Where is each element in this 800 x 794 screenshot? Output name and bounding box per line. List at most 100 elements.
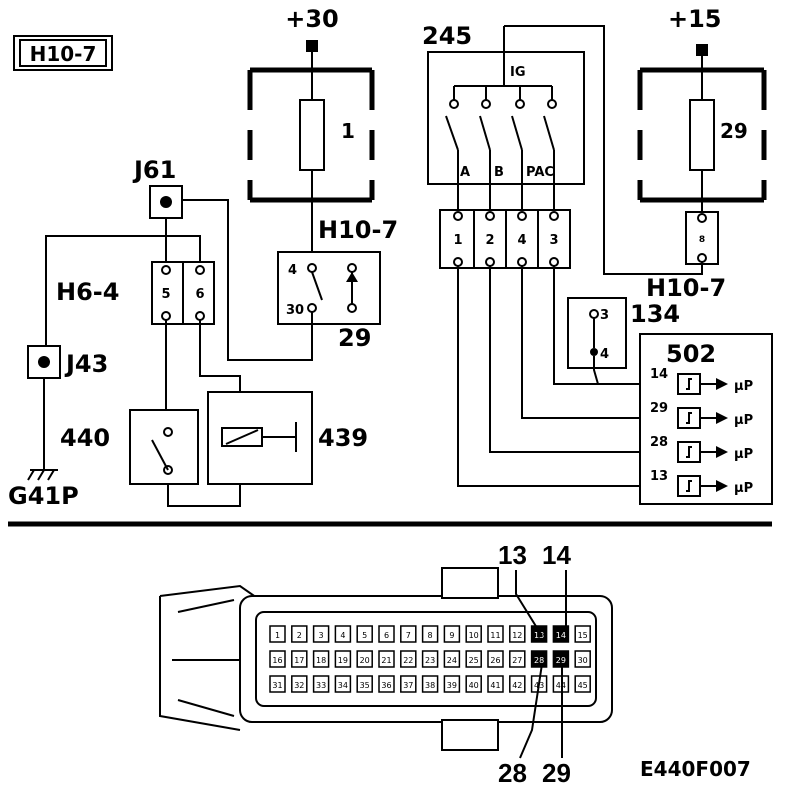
connector-h6-4-label: H6-4 (56, 278, 119, 306)
pin-cell-36 (378, 675, 395, 693)
pin-cell-40 (465, 675, 482, 693)
h10-7-pin-1: 1 (453, 233, 462, 248)
callout-13: 13 (498, 540, 527, 570)
pin-cell-30 (574, 650, 591, 668)
pin-label-13: 13 (534, 631, 544, 640)
pin-cell-39 (443, 675, 461, 693)
pin-cell-11 (487, 625, 504, 643)
pin-cell-23 (421, 650, 439, 668)
callout-14: 14 (542, 540, 571, 570)
pin-label-35: 35 (360, 681, 370, 690)
h6-4-pin-5: 5 (161, 287, 170, 302)
pin-label-45: 45 (578, 681, 588, 690)
relay-29: 4 30 29 (172, 199, 381, 361)
pin-label-32: 32 (294, 681, 304, 690)
h10-7-right-label: H10-7 (646, 274, 726, 302)
pin-cell-44 (552, 675, 570, 693)
connector-j61-label: J61 (132, 156, 176, 184)
pin-label-41: 41 (490, 681, 500, 690)
component-134-pin-3: 3 (600, 308, 609, 323)
pin-label-24: 24 (447, 656, 457, 665)
pin-cell-34 (334, 675, 352, 693)
module-502: 502 14 μP 29 μP 28 μP 13 (639, 333, 773, 505)
module-502-pin-28: 28 (650, 435, 668, 450)
pin-label-39: 39 (447, 681, 457, 690)
pin-label-34: 34 (338, 681, 348, 690)
relay-29-label: 29 (338, 324, 371, 352)
pin-cell-13 (530, 625, 548, 643)
module-502-input-28: 28 μP (650, 435, 753, 463)
pin-label-10: 10 (469, 631, 479, 640)
pin-cell-22 (400, 650, 417, 668)
module-502-input-14: 14 μP (650, 367, 753, 395)
pin-label-2: 2 (297, 631, 302, 640)
pin-cell-4 (334, 625, 352, 643)
pin-cell-21 (378, 650, 395, 668)
pin-cell-16 (269, 650, 286, 668)
diagram-id-label: H10-7 (30, 42, 97, 66)
pin-cell-26 (487, 650, 504, 668)
pin-label-37: 37 (403, 681, 413, 690)
pin-cell-6 (378, 625, 395, 643)
connector-j61: J61 (132, 156, 183, 262)
pin-cell-3 (312, 625, 330, 643)
pin-label-30: 30 (578, 656, 588, 665)
pin-label-36: 36 (381, 681, 391, 690)
pin-cell-15 (574, 625, 591, 643)
pin-label-9: 9 (449, 631, 454, 640)
pin-cell-33 (312, 675, 330, 693)
pin-cell-32 (291, 675, 308, 693)
power-plus30-label: +30 (285, 5, 339, 33)
fuse-1-label: 1 (341, 119, 355, 143)
pin-cell-5 (356, 625, 373, 643)
pin-label-7: 7 (406, 631, 411, 640)
pin-label-21: 21 (381, 656, 391, 665)
switch-245-label: 245 (422, 22, 472, 50)
component-134-label: 134 (630, 300, 680, 328)
pin-label-40: 40 (469, 681, 479, 690)
component-439-label: 439 (318, 424, 368, 452)
pin-label-1: 1 (275, 631, 280, 640)
module-502-pin-13: 13 (650, 469, 668, 484)
pin-label-8: 8 (428, 631, 433, 640)
fuse-29: 29 (637, 67, 767, 212)
component-134-pin-4: 4 (600, 347, 609, 362)
pin-label-42: 42 (512, 681, 522, 690)
h10-7-pin-4: 4 (517, 233, 526, 248)
pin-cell-41 (487, 675, 504, 693)
switch-pos-a: A (460, 165, 470, 180)
pin-label-12: 12 (512, 631, 522, 640)
h10-7-pin-8: 8 (699, 235, 705, 245)
pin-cell-38 (421, 675, 439, 693)
pin-label-20: 20 (360, 656, 370, 665)
callout-28: 28 (498, 758, 527, 788)
fuse-29-label: 29 (720, 119, 748, 143)
connector-h10-7-pin8: 8 H10-7 (504, 25, 726, 302)
module-502-target-14: μP (734, 379, 753, 394)
component-440: 440 (60, 409, 199, 485)
relay-29-pin-top: 4 (288, 263, 297, 278)
pin-cell-17 (291, 650, 308, 668)
pin-label-26: 26 (490, 656, 500, 665)
module-502-target-28: μP (734, 447, 753, 462)
pin-cell-8 (421, 625, 439, 643)
pin-label-27: 27 (512, 656, 522, 665)
h10-7-pin-3: 3 (549, 233, 558, 248)
pin-label-22: 22 (403, 656, 413, 665)
pin-label-19: 19 (338, 656, 348, 665)
pin-cell-12 (509, 625, 526, 643)
component-440-label: 440 (60, 424, 110, 452)
pin-cell-14 (552, 625, 570, 643)
module-502-pin-29: 29 (650, 401, 668, 416)
pin-cell-1 (269, 625, 286, 643)
connector-h6-4: 5 6 H6-4 (45, 235, 241, 507)
pin-label-6: 6 (384, 631, 389, 640)
pin-cell-24 (443, 650, 461, 668)
pin-cell-45 (574, 675, 591, 693)
switch-pos-pac: PAC (526, 165, 554, 180)
power-plus30: +30 (285, 5, 339, 100)
pin-label-25: 25 (469, 656, 479, 665)
pin-cell-42 (509, 675, 526, 693)
